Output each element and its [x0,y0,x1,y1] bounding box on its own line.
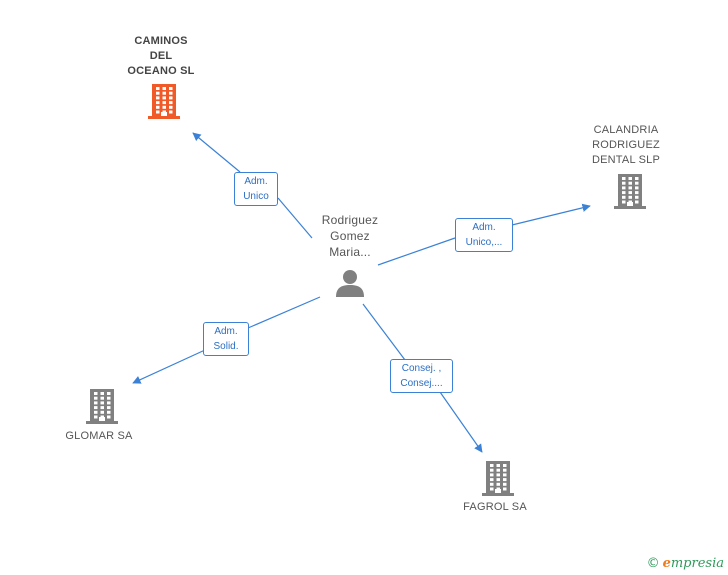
brand-rest: mpresia [670,556,724,571]
empresia-logo[interactable]: ©empresia [647,556,724,571]
company-label-calandria[interactable]: CALANDRIA RODRIGUEZ DENTAL SLP [591,124,661,166]
brand-e: e [662,556,671,571]
copyright-symbol: © [646,556,660,571]
edge-caminos [193,133,313,239]
person-label[interactable]: Rodriguez Gomez Maria... [321,213,379,259]
edge-label-caminos: Adm. Unico [234,172,278,206]
building-icon-caminos[interactable] [148,84,180,119]
building-icon-fagrol[interactable] [482,461,514,496]
person-icon[interactable] [336,270,364,297]
company-label-glomar[interactable]: GLOMAR SA [65,430,133,442]
building-icon-glomar[interactable] [86,389,118,424]
edge-fagrol [362,303,482,452]
edge-glomar [133,296,321,383]
building-icon-calandria[interactable] [614,174,646,209]
edge-label-glomar: Adm. Solid. [203,322,249,356]
company-label-fagrol[interactable]: FAGROL SA [463,501,527,513]
company-label-caminos[interactable]: CAMINOS DEL OCEANO SL [127,35,195,77]
edge-label-fagrol: Consej. , Consej.... [390,359,453,393]
edge-calandria [377,206,590,266]
edge-label-calandria: Adm. Unico,... [455,218,513,252]
